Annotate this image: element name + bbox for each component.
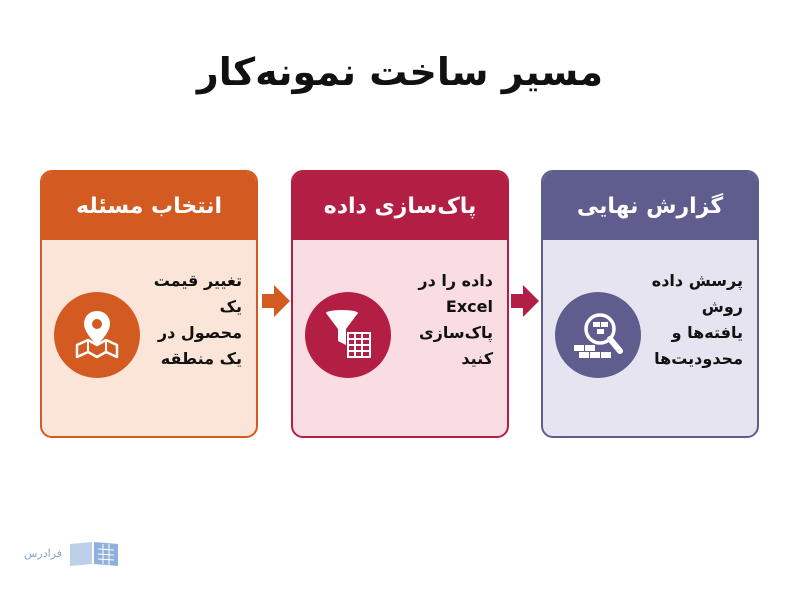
- description-line: یک: [219, 297, 242, 316]
- step-body: پرسش داده روش یافته‌ها و محدودیت‌ها: [543, 240, 757, 436]
- step-card-final-report: گزارش نهایی پرسش داده روش یافته‌ها و محد…: [541, 170, 759, 438]
- filter-table-icon: [305, 292, 391, 378]
- step-description: پرسش داده روش یافته‌ها و محدودیت‌ها: [633, 268, 743, 372]
- description-line: داده را در: [418, 271, 493, 290]
- step-title: گزارش نهایی: [576, 193, 724, 219]
- description-line: محصول در: [157, 323, 242, 342]
- description-line: یک منطقه: [160, 349, 242, 368]
- description-line: پرسش داده: [651, 271, 743, 290]
- step-header: گزارش نهایی: [543, 172, 757, 240]
- description-line: پاک‌سازی: [418, 323, 493, 342]
- book-icon: [70, 542, 119, 566]
- search-bricks-icon: [555, 292, 641, 378]
- description-line: محدودیت‌ها: [654, 349, 743, 368]
- step-header: انتخاب مسئله: [42, 172, 256, 240]
- step-title: پاک‌سازی داده: [323, 193, 477, 219]
- description-line: روش: [701, 297, 743, 316]
- step-description: تغییر قیمت یک محصول در یک منطقه: [132, 268, 242, 372]
- arrow-right-icon: [262, 285, 290, 317]
- step-header: پاک‌سازی داده: [293, 172, 507, 240]
- step-card-select-problem: انتخاب مسئله تغییر قیمت یک محصول در یک م…: [40, 170, 258, 438]
- description-line: Excel: [445, 297, 493, 316]
- map-pin-icon: [54, 292, 140, 378]
- description-line: کنید: [461, 349, 493, 368]
- description-line: یافته‌ها و: [671, 323, 743, 342]
- step-body: داده را در Excel پاک‌سازی کنید: [293, 240, 507, 436]
- brand-logo: فرادرس: [24, 538, 120, 568]
- step-title: انتخاب مسئله: [76, 193, 222, 219]
- arrow-right-icon: [511, 285, 539, 317]
- description-line: تغییر قیمت: [153, 271, 242, 290]
- step-description: داده را در Excel پاک‌سازی کنید: [383, 268, 493, 372]
- step-card-clean-data: پاک‌سازی داده داده را در Excel پاک‌سازی: [291, 170, 509, 438]
- page-title: مسیر ساخت نمونه‌کار: [196, 50, 604, 94]
- step-body: تغییر قیمت یک محصول در یک منطقه: [42, 240, 256, 436]
- logo-text: فرادرس: [24, 546, 63, 560]
